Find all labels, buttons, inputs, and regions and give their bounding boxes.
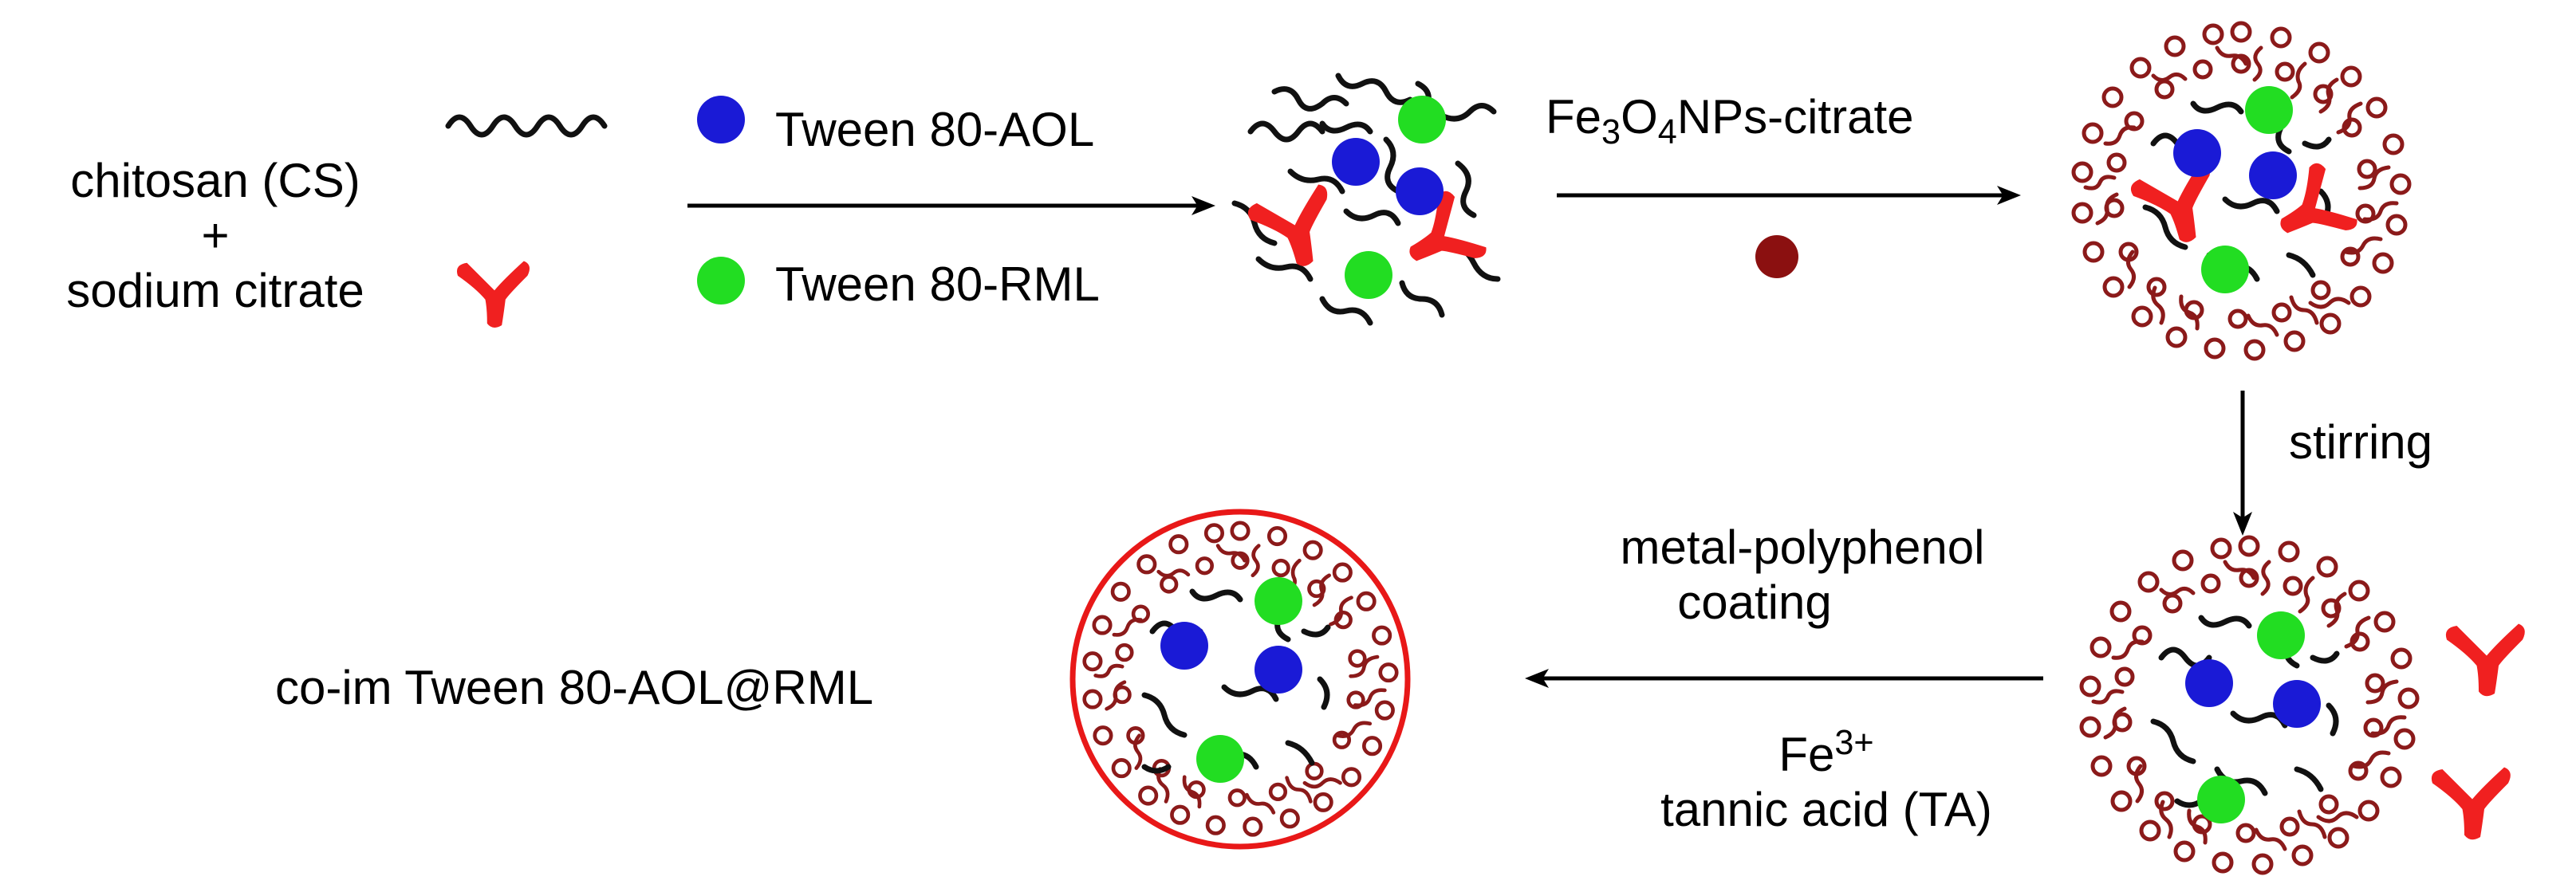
fe3o4-nanoparticle-dot	[1755, 235, 1798, 278]
released-citrate-icon-2	[2431, 767, 2511, 840]
coating-line2: coating	[1677, 576, 1832, 629]
rml-green-dot	[697, 257, 745, 305]
citrate-icon	[456, 261, 530, 328]
stirring-label: stirring	[2289, 415, 2433, 469]
sodium-citrate-label: sodium citrate	[66, 264, 364, 317]
coating-label: metal-polyphenol coating	[1563, 520, 2042, 630]
aol-blue-dot	[697, 96, 745, 143]
complex-particle	[1231, 73, 1501, 326]
fe3o4-particle-stirred	[2082, 537, 2417, 873]
chitosan-label: chitosan (CS)	[70, 154, 360, 207]
fe3o4-citrate-label: Fe3O4NPs-citrate	[1546, 90, 1914, 151]
tannic-block: Fe3+ tannic acid (TA)	[1603, 724, 2050, 837]
fe3-label: Fe3+	[1778, 724, 1874, 781]
fe3o4-particle-with-citrate	[2071, 21, 2412, 361]
chitosan-chain-icon	[445, 114, 608, 138]
coating-line1: metal-polyphenol	[1620, 521, 1985, 574]
aol-legend-label: Tween 80-AOL	[775, 103, 1095, 156]
reactants-block: chitosan (CS) + sodium citrate	[16, 153, 415, 318]
rml-legend-label: Tween 80-RML	[775, 257, 1100, 311]
released-citrate-icon-1	[2445, 623, 2525, 697]
final-product-particle	[1069, 509, 1411, 850]
tannic-acid-label: tannic acid (TA)	[1660, 783, 1992, 836]
plus-sign: +	[201, 209, 230, 262]
product-label: co-im Tween 80-AOL@RML	[275, 661, 874, 714]
